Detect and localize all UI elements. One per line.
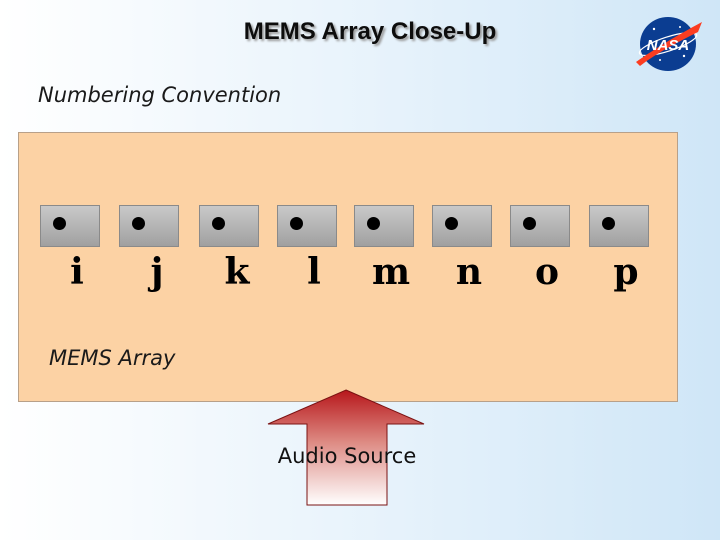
sensor-m [354,205,414,247]
sensor-n [432,205,492,247]
sensor-label-i: i [70,251,84,293]
nasa-logo-vector [636,22,702,66]
sensor-k [199,205,259,247]
sensor-label-m: m [371,251,411,293]
sensor-label-l: l [307,251,321,293]
sensor-i [40,205,100,247]
sensor-label-n: n [455,251,483,293]
sensor-dot [367,217,380,230]
sensor-l [277,205,337,247]
sensor-p [589,205,649,247]
sensor-label-o: o [534,251,559,293]
slide-title: MEMS Array Close-Up [243,18,497,45]
sensor-dot [290,217,303,230]
sensor-label-p: p [613,251,639,293]
mems-array-label: MEMS Array [49,346,176,370]
nasa-logo-orbit [638,31,698,57]
sensor-label-j: j [150,251,164,293]
sensor-dot [53,217,66,230]
mems-array-panel: i j k l m n o p MEMS Array [18,132,678,402]
sensor-j [119,205,179,247]
sensor-dot [602,217,615,230]
sensor-dot [212,217,225,230]
sensor-dot [132,217,145,230]
sensor-label-k: k [224,251,250,293]
sensor-dot [523,217,536,230]
nasa-logo-text: NASA [647,37,690,54]
slide-subtitle: Numbering Convention [38,83,282,107]
audio-source-label: Audio Source [277,444,417,468]
nasa-logo: NASA [636,17,702,71]
sensor-o [510,205,570,247]
sensor-dot [445,217,458,230]
audio-source-arrow [267,389,425,506]
